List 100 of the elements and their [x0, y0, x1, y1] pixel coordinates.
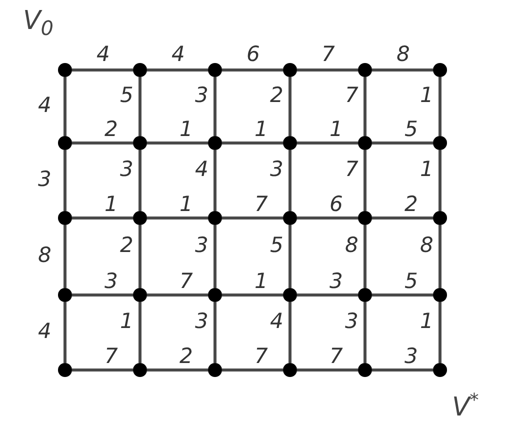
edge-weight: 1: [420, 310, 434, 332]
grid-edge: [288, 150, 292, 211]
edge-weight: 3: [38, 168, 52, 190]
edge-weight: 1: [330, 119, 343, 140]
grid-edge: [288, 302, 292, 363]
edge-weight: 8: [345, 234, 358, 256]
grid-edge: [72, 368, 133, 372]
edge-weight: 3: [330, 271, 343, 292]
grid-edge: [222, 68, 283, 72]
edge-weight: 1: [180, 194, 193, 215]
grid-edge: [438, 302, 442, 363]
vertex-dot: [208, 363, 222, 377]
edge-weight: 7: [330, 346, 343, 367]
edge-weight: 4: [270, 310, 284, 332]
edge-weight: 2: [120, 234, 134, 256]
edge-weight: 5: [404, 119, 418, 140]
vertex-dot: [58, 136, 72, 150]
vertex-dot: [133, 363, 147, 377]
grid-edge: [364, 225, 366, 288]
edge-weight: 7: [322, 44, 335, 65]
grid-edge: [72, 142, 133, 144]
vertex-dot: [358, 211, 372, 225]
grid-edge: [438, 150, 442, 211]
vertex-dot: [208, 211, 222, 225]
edge-weight: 7: [254, 194, 268, 215]
grid-edge: [297, 368, 358, 372]
vertex-dot: [283, 288, 297, 302]
vertex-dot: [133, 136, 147, 150]
edge-weight: 8: [396, 44, 410, 65]
edge-weight: 3: [195, 234, 208, 256]
edge-weight: 5: [404, 271, 418, 292]
grid-edge: [222, 142, 283, 144]
edge-weight: 8: [420, 234, 434, 256]
edge-weight: 7: [345, 158, 358, 180]
edge-weight: 1: [254, 271, 268, 292]
edge-weight: 2: [270, 84, 284, 106]
edge-weight: 1: [120, 310, 134, 332]
edge-weight: 2: [404, 194, 418, 215]
grid-edge: [64, 302, 66, 363]
edge-weight: 3: [195, 310, 208, 332]
vertex-dot: [133, 288, 147, 302]
edge-weight: 5: [120, 84, 134, 106]
grid-edge: [138, 225, 142, 288]
edge-weight: 1: [254, 119, 268, 140]
grid-edge: [438, 225, 442, 288]
grid-edge: [72, 216, 133, 220]
vertex-dot: [433, 211, 447, 225]
edge-weight: 3: [104, 271, 118, 292]
vertex-dot: [208, 136, 222, 150]
edge-weight: 1: [420, 158, 434, 180]
edge-weight: 8: [38, 244, 52, 266]
grid-edge: [147, 216, 208, 220]
grid-edge: [147, 68, 208, 72]
edge-weight: 5: [270, 234, 284, 256]
edge-weight: 7: [104, 346, 118, 367]
vertex-dot: [283, 63, 297, 77]
edge-weight: 7: [345, 84, 358, 106]
vertex-dot: [58, 363, 72, 377]
vertex-dot: [58, 211, 72, 225]
grid-edge: [297, 216, 358, 220]
edge-weight: 3: [120, 158, 134, 180]
grid-edge: [372, 68, 433, 72]
vertex-dot: [208, 63, 222, 77]
grid-edge: [372, 216, 433, 220]
grid-edge: [64, 150, 66, 211]
vertex-dot: [283, 363, 297, 377]
grid-edge: [147, 368, 208, 372]
vertex-dot: [358, 363, 372, 377]
grid-edge: [222, 368, 283, 372]
grid-edge: [72, 68, 133, 72]
vertex-dot: [133, 211, 147, 225]
grid-edge: [214, 302, 216, 363]
vertex-dot: [433, 63, 447, 77]
vertex-label: V$_{0}$: [23, 8, 54, 38]
vertex-dot: [58, 288, 72, 302]
edge-weight: 1: [420, 84, 434, 106]
edge-weight: 2: [104, 119, 118, 140]
grid-edge: [288, 225, 292, 288]
vertex-dot: [283, 136, 297, 150]
grid-edge: [214, 225, 216, 288]
edge-weight: 4: [38, 94, 52, 116]
grid-edge: [364, 302, 366, 363]
vertex-dot: [358, 288, 372, 302]
grid-edge: [364, 150, 366, 211]
grid-edge: [138, 77, 142, 136]
vertex-dot: [58, 63, 72, 77]
vertex-dot: [208, 288, 222, 302]
edge-weight: 4: [195, 158, 208, 180]
edge-weight: 3: [404, 346, 418, 367]
edge-weight: 6: [330, 194, 343, 215]
vertex-label: V$^{*}$: [452, 392, 479, 421]
edge-weight: 4: [96, 44, 110, 65]
edge-weight: 1: [104, 194, 118, 215]
grid-edge: [64, 225, 66, 288]
edge-weight: 3: [195, 84, 208, 106]
grid-edge: [72, 294, 133, 296]
vertex-dot: [433, 363, 447, 377]
edge-weight: 1: [180, 119, 193, 140]
grid-edge: [372, 294, 433, 296]
grid-edge: [138, 302, 142, 363]
